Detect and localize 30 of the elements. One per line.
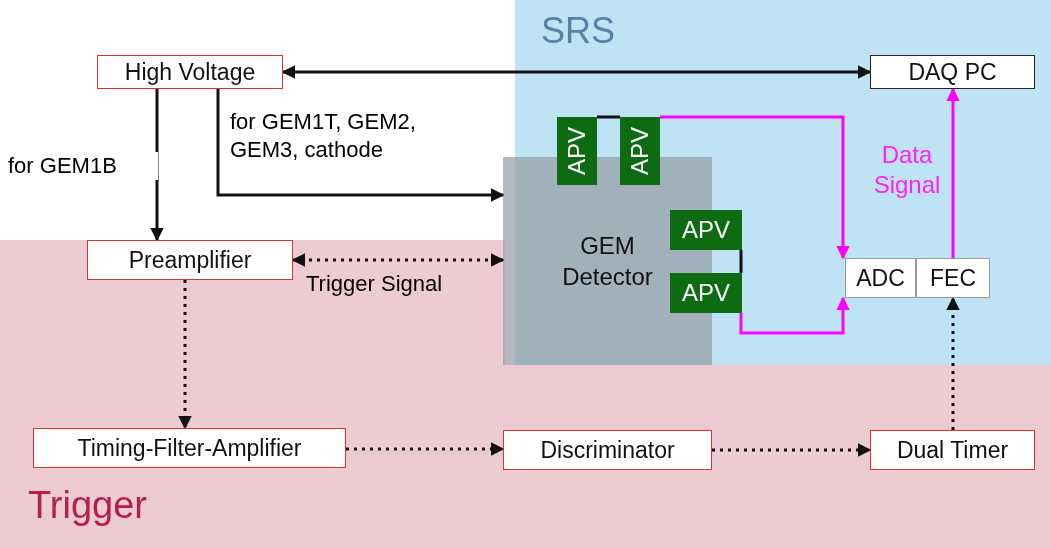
- arrow: [946, 296, 960, 430]
- module-box: Timing-Filter-Amplifier: [33, 428, 346, 468]
- connector-line: [597, 115, 620, 119]
- chip-box: APV: [557, 117, 597, 185]
- arrow: [150, 89, 164, 242]
- arrow: [712, 443, 872, 457]
- arrow: [216, 89, 505, 202]
- chip-box: APV: [670, 273, 742, 313]
- signal-label: Data Signal: [872, 140, 942, 200]
- module-box: Discriminator: [503, 430, 712, 470]
- arrow: [178, 280, 192, 430]
- region-title: Trigger: [28, 484, 147, 527]
- arrow: [346, 442, 505, 456]
- arrow: [946, 87, 960, 258]
- chip-box: APV: [620, 117, 660, 185]
- module-box: Dual Timer: [870, 430, 1035, 470]
- edge-label: for GEM1B: [8, 152, 158, 180]
- arrow: [739, 296, 850, 335]
- detector-label: GEM Detector: [561, 230, 654, 292]
- arrow: [660, 115, 850, 260]
- arrow: [281, 65, 872, 79]
- connector-line: [739, 250, 743, 273]
- module-box: Preamplifier: [87, 240, 293, 280]
- module-box: High Voltage: [97, 55, 283, 89]
- arrow: [291, 253, 505, 267]
- region-title: SRS: [541, 10, 616, 52]
- chip-box: APV: [670, 210, 742, 250]
- module-box: ADC: [845, 258, 916, 298]
- module-box: FEC: [916, 258, 990, 298]
- module-box: DAQ PC: [870, 55, 1035, 89]
